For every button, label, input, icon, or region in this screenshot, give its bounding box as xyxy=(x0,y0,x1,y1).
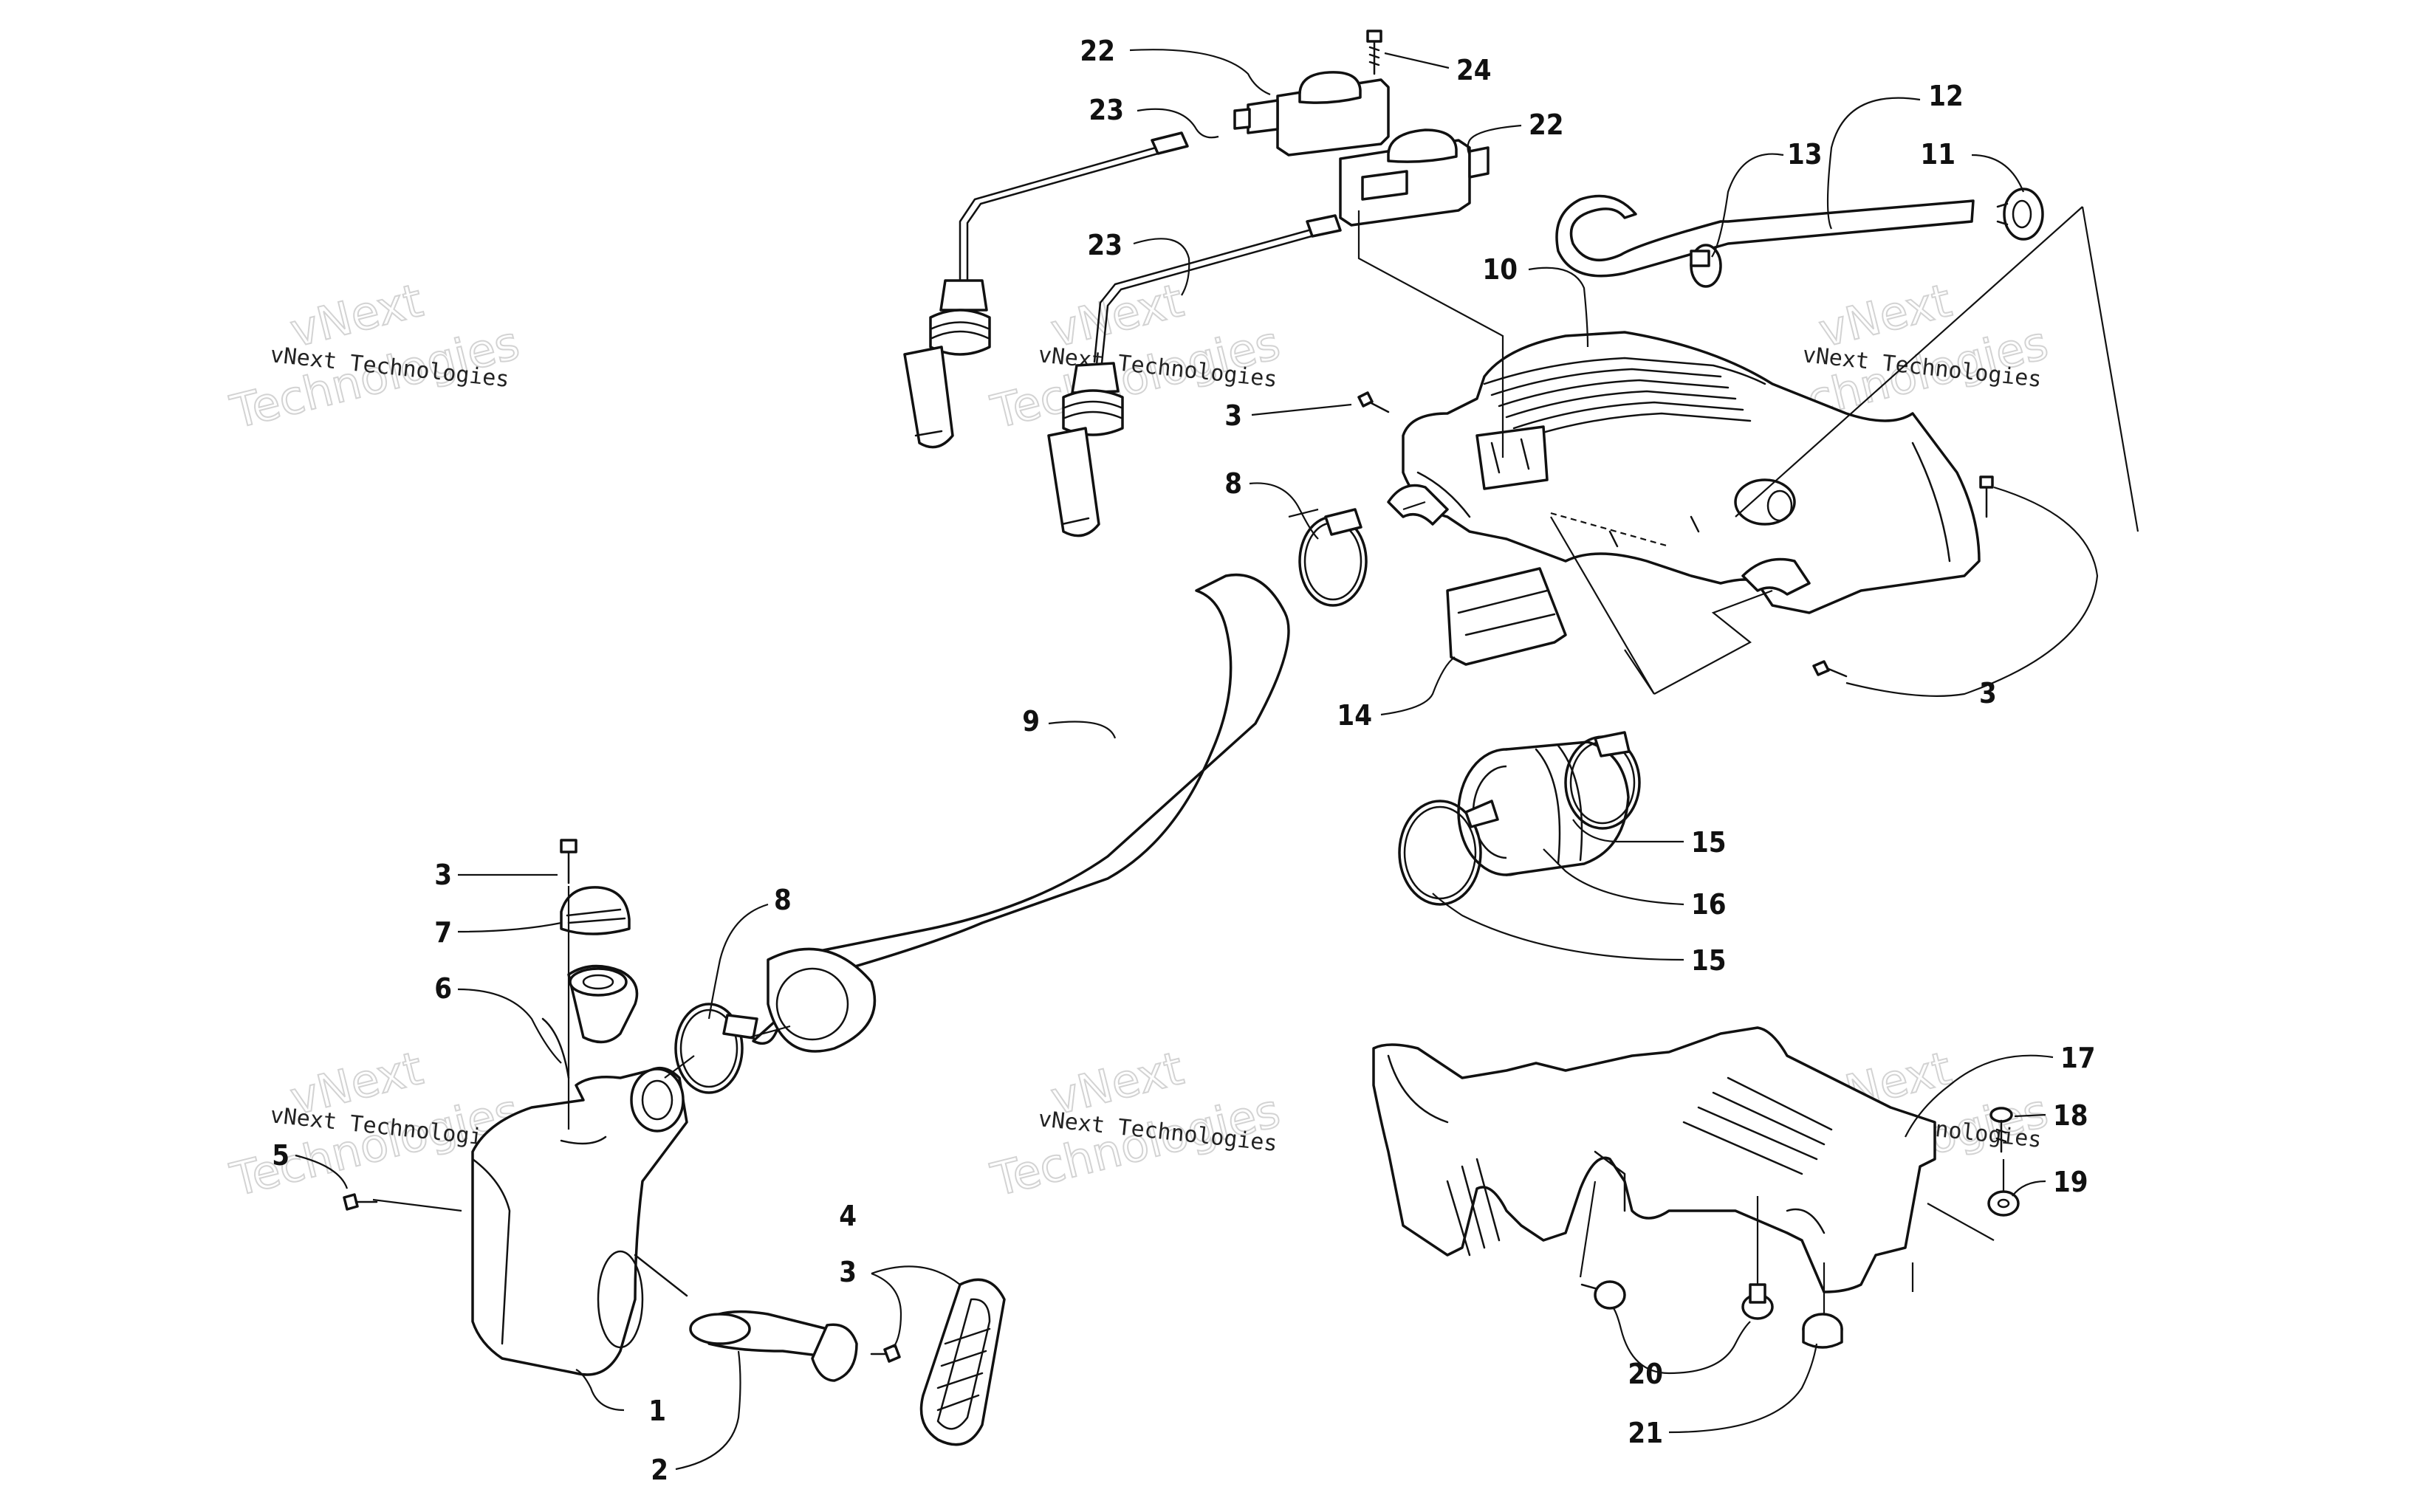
callout-20: 20 xyxy=(1628,1358,1663,1390)
breather-hose-12 xyxy=(1555,194,1975,278)
clamp-15-right xyxy=(1564,731,1641,830)
snorkel-boot-cut xyxy=(1387,484,1811,596)
callout-12: 12 xyxy=(1928,80,1964,112)
callout-10: 10 xyxy=(1482,253,1518,286)
spark-plug-wire-right xyxy=(1047,214,1342,537)
callout-13: 13 xyxy=(1787,138,1823,171)
clamp-15-left xyxy=(1398,800,1499,906)
screw-24 xyxy=(1366,30,1382,75)
callout-3-upper: 3 xyxy=(1224,399,1242,432)
intake-hose-9 xyxy=(752,573,1290,1053)
grommet-11 xyxy=(1996,188,2044,241)
callout-2: 2 xyxy=(651,1454,668,1486)
callout-14: 14 xyxy=(1337,699,1372,732)
clamp-8-upper xyxy=(1298,508,1368,607)
screw-3-upper-left xyxy=(1357,391,1390,413)
air-intake-box-1 xyxy=(471,1066,688,1376)
screen-4 xyxy=(919,1278,1006,1446)
callout-8-lower: 8 xyxy=(774,884,792,916)
watermark-left-top: Technologies vNext vNext Technologies xyxy=(224,272,525,440)
callout-4: 4 xyxy=(839,1200,857,1232)
adapter-6 xyxy=(541,964,639,1079)
spark-plug-wire-left xyxy=(903,131,1189,449)
callout-1: 1 xyxy=(648,1395,666,1427)
callout-9: 9 xyxy=(1022,705,1040,738)
air-silencer-base-17 xyxy=(1372,1026,1936,1293)
screw-3-elbow xyxy=(870,1344,901,1363)
ignition-coil-lower xyxy=(1339,128,1490,227)
rivet-20-left xyxy=(1580,1280,1626,1310)
screw-3-lower-right xyxy=(1812,660,1848,678)
rivet-20-center xyxy=(1741,1283,1774,1320)
elbow-2 xyxy=(689,1310,858,1382)
ignition-coil-upper xyxy=(1233,71,1390,157)
assembly-guide-lines xyxy=(372,206,2139,1314)
screw-5 xyxy=(343,1193,378,1211)
callout-8-upper: 8 xyxy=(1224,467,1242,500)
coupler-16 xyxy=(1457,740,1630,876)
cap-7 xyxy=(560,886,631,935)
callout-24: 24 xyxy=(1456,54,1492,86)
air-silencer-cover-10 xyxy=(1402,331,1981,614)
callout-16: 16 xyxy=(1691,888,1727,921)
air-filter-element-14 xyxy=(1446,567,1567,666)
callout-19: 19 xyxy=(2053,1166,2088,1198)
grommet-21 xyxy=(1802,1313,1843,1349)
callout-22-upper: 22 xyxy=(1080,35,1115,67)
callout-3-elbow: 3 xyxy=(839,1256,857,1288)
callout-23-upper: 23 xyxy=(1089,94,1124,126)
leader-lines xyxy=(295,49,2099,1471)
watermark-center-bottom: Technologies vNext vNext Technologies xyxy=(985,1040,1286,1208)
callout-23-lower: 23 xyxy=(1087,229,1122,261)
callout-21: 21 xyxy=(1628,1417,1663,1449)
callout-5: 5 xyxy=(272,1139,289,1172)
callout-15-lower: 15 xyxy=(1691,944,1727,977)
bolt-18 xyxy=(1989,1107,2013,1153)
callout-6: 6 xyxy=(434,972,452,1005)
screw-3-upper-right xyxy=(1979,475,1994,518)
hose-clamp-13 xyxy=(1690,244,1722,288)
callout-11: 11 xyxy=(1920,138,1955,171)
callout-labels: 22 23 24 22 23 12 13 11 10 3 8 3 14 9 15… xyxy=(272,35,2095,1486)
callout-15-upper: 15 xyxy=(1691,826,1727,859)
callout-22-lower: 22 xyxy=(1529,109,1564,141)
callout-7: 7 xyxy=(434,916,452,949)
clamp-8-lower xyxy=(674,1003,758,1094)
callout-3-right: 3 xyxy=(1979,677,1997,709)
screw-3-lower-left xyxy=(560,839,577,884)
callout-18: 18 xyxy=(2053,1099,2088,1132)
callout-17: 17 xyxy=(2060,1042,2096,1074)
callout-3-left: 3 xyxy=(434,859,452,891)
